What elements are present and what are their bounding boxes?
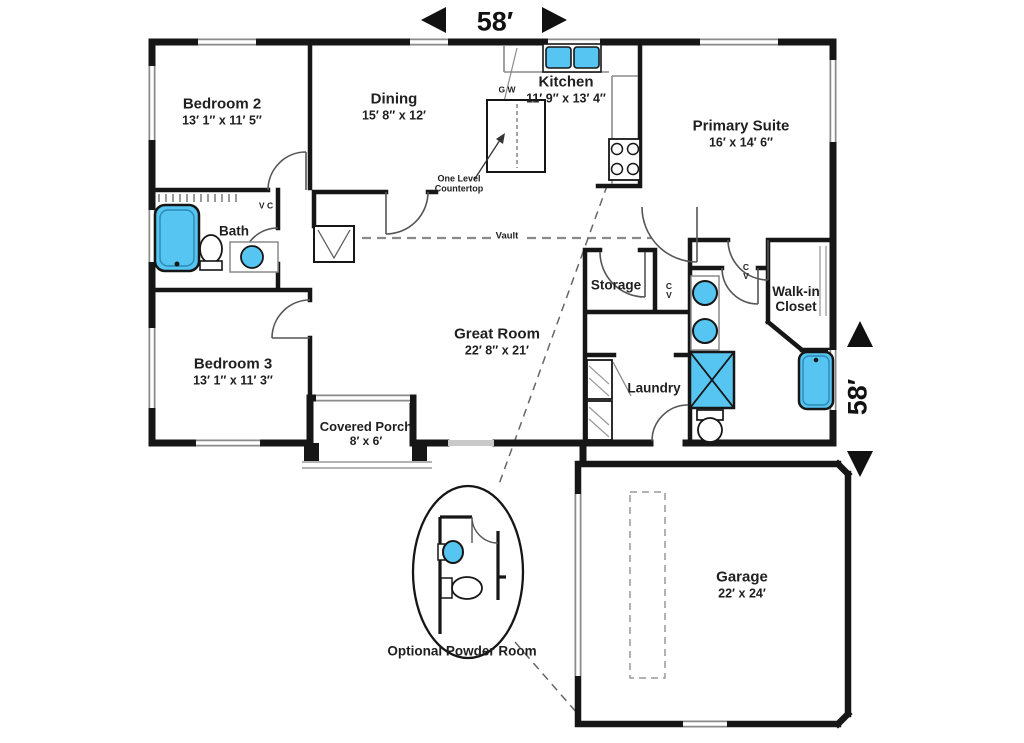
powder-door (471, 516, 499, 544)
powder-toilet-bowl (451, 576, 483, 600)
dryer (586, 400, 613, 441)
room-label-laundry: Laundry (627, 380, 681, 396)
coat-closet (313, 225, 355, 263)
countertop-annotation: One Level Countertop (434, 173, 484, 194)
countertop-leader-arrow (473, 133, 505, 181)
primary-bathtub (797, 350, 835, 411)
ironing-board-line (612, 361, 632, 397)
primary-sink-1 (692, 280, 718, 306)
primary-tub-drain (813, 357, 819, 363)
room-label-primary-suite: Primary Suite 16′ x 14′ 6″ (692, 117, 790, 150)
bedroom3-door (271, 299, 311, 339)
dim-arrow-right-icon (542, 7, 567, 33)
ceiling-marker-kitchen: G W (498, 84, 516, 95)
dimension-arrows (421, 7, 873, 477)
porch-post-right (412, 443, 427, 461)
room-label-dining: Dining 15′ 8″ x 12′ (361, 90, 427, 123)
powder-sink (442, 540, 464, 564)
stove (608, 138, 641, 181)
toilet-bowl (199, 234, 223, 264)
storage-door (599, 251, 646, 298)
room-label-storage: Storage (590, 277, 642, 293)
powder-room-callout (411, 484, 525, 660)
room-label-kitchen: Kitchen 11′ 9″ x 13′ 4″ (526, 73, 606, 106)
room-label-great-room: Great Room 22′ 8″ x 21′ (454, 325, 540, 358)
porch-details (302, 443, 432, 469)
hall-bath-fixtures (153, 194, 279, 273)
room-label-bath: Bath (219, 223, 249, 239)
primary-bath-fixtures (688, 246, 835, 443)
sink-basin-right (573, 46, 600, 69)
powder-callout-line-lower (514, 641, 578, 714)
laundry-fixtures (586, 359, 632, 441)
dim-arrow-up-icon (847, 321, 873, 347)
primary-sink-2 (692, 318, 718, 344)
vault-annotation: Vault (491, 231, 523, 243)
walkin-closet-door (727, 239, 769, 281)
bath-sink (240, 245, 264, 269)
top-dimension-label: 58′ (476, 6, 514, 37)
kitchen-sink (542, 43, 602, 73)
sink-basin-left (545, 46, 572, 69)
window-centerlines (150, 40, 835, 726)
garage-entry-door (651, 404, 689, 442)
foyer-door (385, 191, 429, 235)
dim-arrow-left-icon (421, 7, 446, 33)
ceiling-marker-closet: C V (742, 262, 750, 281)
bathtub (153, 203, 201, 273)
toilet-tank (199, 260, 223, 271)
primary-bath-door (721, 267, 759, 305)
callout-dashed-lines (497, 171, 613, 714)
closet-shelves (819, 246, 827, 316)
dim-arrow-down-icon (847, 451, 873, 477)
bedroom2-door (267, 151, 307, 191)
primary-toilet-bowl (697, 417, 723, 443)
ceiling-marker-bath: V C (258, 200, 274, 211)
room-label-covered-porch: Covered Porch 8′ x 6′ (319, 419, 413, 448)
primary-suite-door (641, 206, 698, 263)
room-label-bedroom-2: Bedroom 2 13′ 1″ x 11′ 5″ (182, 95, 262, 128)
ceiling-marker-storage: C V (665, 281, 673, 300)
room-label-walkin-closet: Walk-in Closet (772, 283, 820, 314)
porch-post-left (304, 443, 319, 461)
room-label-garage: Garage 22′ x 24′ (716, 568, 768, 601)
powder-toilet-tank (440, 577, 453, 599)
interior-walls (149, 41, 836, 446)
room-label-bedroom-3: Bedroom 3 13′ 1″ x 11′ 3″ (193, 355, 273, 388)
garage-walls (574, 459, 853, 729)
kitchen-island (486, 99, 546, 173)
optional-powder-location (629, 491, 666, 679)
right-dimension-label: 58′ (842, 378, 873, 416)
optional-powder-room-label: Optional Powder Room (387, 643, 537, 659)
porch-steps (302, 461, 432, 469)
tub-drain (174, 261, 180, 267)
